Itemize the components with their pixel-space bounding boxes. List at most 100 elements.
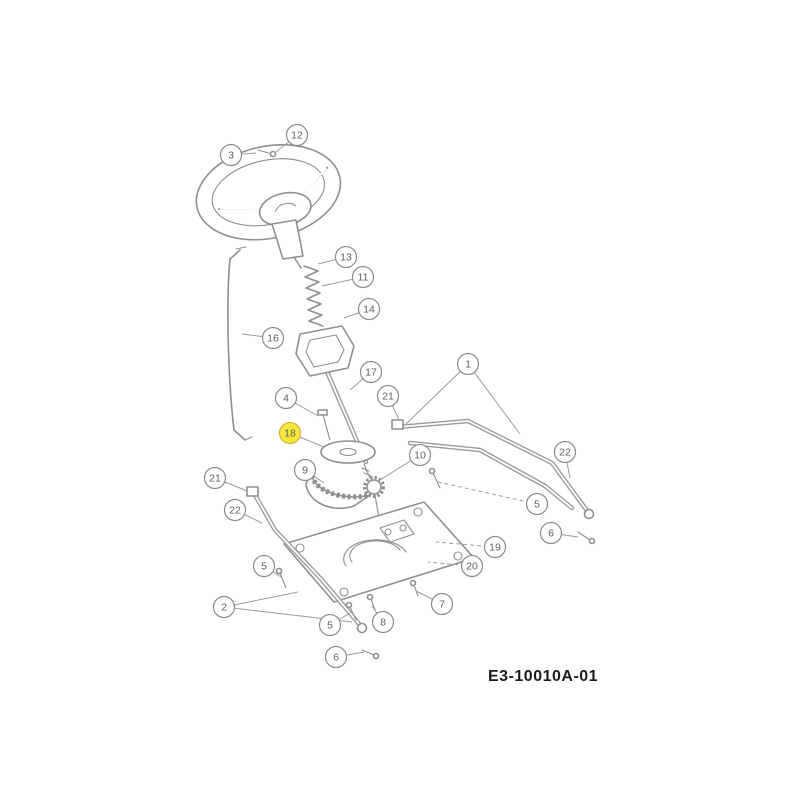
callout-label-8: 8 (380, 617, 386, 629)
callout-circle-14[interactable] (357, 297, 381, 321)
steering-wheel-outer-rim (195, 143, 342, 241)
callout-5[interactable]: 5 (525, 492, 549, 516)
callout-label-21: 21 (382, 391, 394, 403)
lift-rod-top-hook (235, 246, 247, 250)
callout-circle-5[interactable] (525, 492, 549, 516)
callout-circle-6[interactable] (324, 645, 348, 669)
screw-5b-head (275, 567, 283, 575)
callout-16[interactable]: 16 (261, 326, 285, 350)
tie-rod-left-ball-joint (356, 622, 368, 634)
plate-hole-4 (339, 587, 349, 597)
callout-circle-22[interactable] (553, 440, 577, 464)
upper-shaft (293, 256, 302, 269)
callout-circle-18[interactable] (278, 421, 302, 445)
thread-tick-1 (361, 467, 370, 472)
callout-circle-16[interactable] (261, 326, 285, 350)
callout-5[interactable]: 5 (318, 613, 342, 637)
left-bolt-head (372, 652, 380, 660)
screw-5a-shank (432, 472, 441, 489)
callout-circle-19[interactable] (483, 535, 507, 559)
plate-bracket-hole-1 (384, 528, 392, 536)
callout-18[interactable]: 18 (278, 421, 302, 445)
callout-14[interactable]: 14 (357, 297, 381, 321)
sector-gear (305, 469, 371, 510)
callout-circle-22[interactable] (223, 498, 247, 522)
plate-body (283, 501, 475, 603)
callout-22[interactable]: 22 (553, 440, 577, 464)
callout-circle-9[interactable] (293, 458, 317, 482)
leader-line-1-1 (467, 363, 521, 435)
callout-circle-12[interactable] (285, 123, 309, 147)
callout-circle-8[interactable] (371, 610, 395, 634)
callout-11[interactable]: 11 (351, 265, 375, 289)
bolt-shank (257, 149, 273, 155)
callout-12[interactable]: 12 (285, 123, 309, 147)
sector-gear-body (305, 469, 371, 510)
tie-rod-left-clamp (246, 486, 259, 497)
callout-4[interactable]: 4 (274, 386, 298, 410)
callout-circle-11[interactable] (351, 265, 375, 289)
callout-circle-4[interactable] (274, 386, 298, 410)
callout-circle-1[interactable] (456, 352, 480, 376)
callout-circle-7[interactable] (430, 592, 454, 616)
leader-line-5 (437, 481, 538, 505)
callout-circle-21[interactable] (376, 384, 400, 408)
lift-rod-body (227, 249, 246, 441)
screw-5c-head (345, 601, 353, 609)
callout-13[interactable]: 13 (334, 245, 358, 269)
right-bolt-shank (577, 531, 591, 541)
tie-rod-right-lower-core (409, 442, 573, 509)
callout-7[interactable]: 7 (430, 592, 454, 616)
callout-circle-6[interactable] (539, 521, 563, 545)
screw-5b-shank (279, 572, 287, 589)
bolt-7-shank (413, 584, 419, 597)
callout-1[interactable]: 1 (456, 352, 480, 376)
disc-bolt-shank (322, 414, 331, 441)
callout-5[interactable]: 5 (252, 554, 276, 578)
callout-label-19: 19 (489, 542, 501, 554)
callout-circle-3[interactable] (219, 143, 243, 167)
callout-circle-17[interactable] (359, 360, 383, 384)
bracket-inner (305, 334, 345, 368)
callout-6[interactable]: 6 (539, 521, 563, 545)
callout-circle-21[interactable] (203, 466, 227, 490)
left-bolt-shank (361, 649, 375, 656)
callout-label-3: 3 (228, 150, 234, 162)
callout-circle-5[interactable] (318, 613, 342, 637)
callout-3[interactable]: 3 (219, 143, 243, 167)
callout-circle-5[interactable] (252, 554, 276, 578)
callout-label-22: 22 (559, 447, 571, 459)
pinion-body (366, 479, 382, 495)
callout-20[interactable]: 20 (460, 554, 484, 578)
bracket-body (295, 325, 355, 377)
callout-19[interactable]: 19 (483, 535, 507, 559)
callout-21[interactable]: 21 (376, 384, 400, 408)
callout-label-9: 9 (302, 465, 308, 477)
callout-label-1: 1 (465, 359, 471, 371)
callout-22[interactable]: 22 (223, 498, 247, 522)
wheel-cap-bolt (257, 149, 277, 158)
callout-label-7: 7 (439, 599, 445, 611)
plate-bracket-hole-2 (399, 524, 407, 532)
callout-8[interactable]: 8 (371, 610, 395, 634)
callout-2[interactable]: 2 (212, 595, 236, 619)
callout-circle-13[interactable] (334, 245, 358, 269)
callout-circle-10[interactable] (408, 443, 432, 467)
callout-6[interactable]: 6 (324, 645, 348, 669)
callout-circle-20[interactable] (460, 554, 484, 578)
plate-hole-2 (413, 507, 423, 517)
callout-label-11: 11 (358, 272, 369, 284)
callout-17[interactable]: 17 (359, 360, 383, 384)
callout-10[interactable]: 10 (408, 443, 432, 467)
leader-line-2 (223, 591, 299, 608)
callout-9[interactable]: 9 (293, 458, 317, 482)
screw-5c-shank (349, 606, 357, 621)
callout-circle-2[interactable] (212, 595, 236, 619)
lift-rod-bottom-hook (244, 436, 253, 441)
disc-body (320, 440, 376, 464)
callout-21[interactable]: 21 (203, 466, 227, 490)
steering-disc (320, 440, 376, 464)
fasteners (275, 467, 441, 621)
